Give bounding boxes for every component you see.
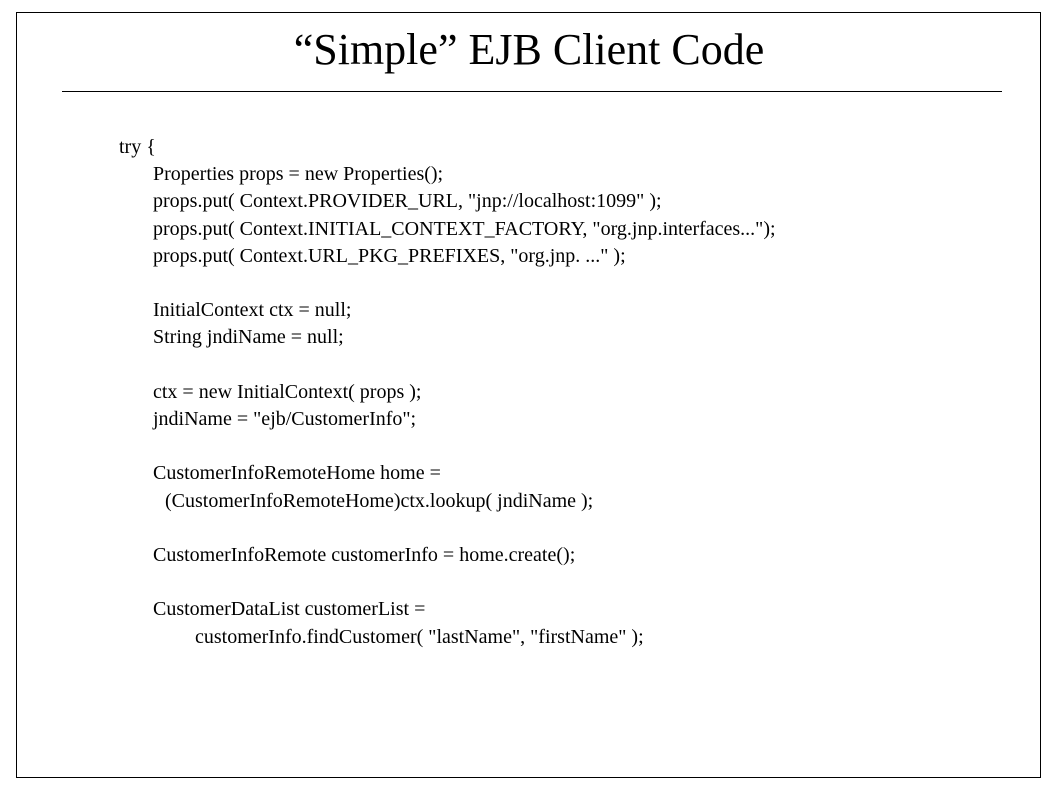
code-line: try { (119, 136, 156, 158)
code-line: String jndiName = null; (153, 326, 344, 349)
code-line: CustomerInfoRemoteHome home = (153, 462, 441, 485)
code-line: jndiName = "ejb/CustomerInfo"; (153, 408, 417, 430)
code-line: ctx = new InitialContext( props ); (153, 380, 422, 403)
code-line: props.put( Context.PROVIDER_URL, "jnp://… (153, 190, 662, 213)
code-line: CustomerDataList customerList = (153, 598, 426, 621)
code-line: InitialContext ctx = null; (153, 299, 352, 322)
code-line: props.put( Context.INITIAL_CONTEXT_FACTO… (153, 217, 776, 240)
code-line: CustomerInfoRemote customerInfo = home.c… (153, 544, 576, 566)
code-line: Properties props = new Properties(); (153, 163, 444, 186)
slide-frame (16, 12, 1041, 778)
title-divider (62, 91, 1002, 92)
code-line: customerInfo.findCustomer( "lastName", "… (195, 625, 644, 648)
code-line: props.put( Context.URL_PKG_PREFIXES, "or… (153, 244, 626, 267)
code-line: (CustomerInfoRemoteHome)ctx.lookup( jndi… (165, 489, 594, 512)
slide-title: “Simple” EJB Client Code (293, 25, 765, 74)
